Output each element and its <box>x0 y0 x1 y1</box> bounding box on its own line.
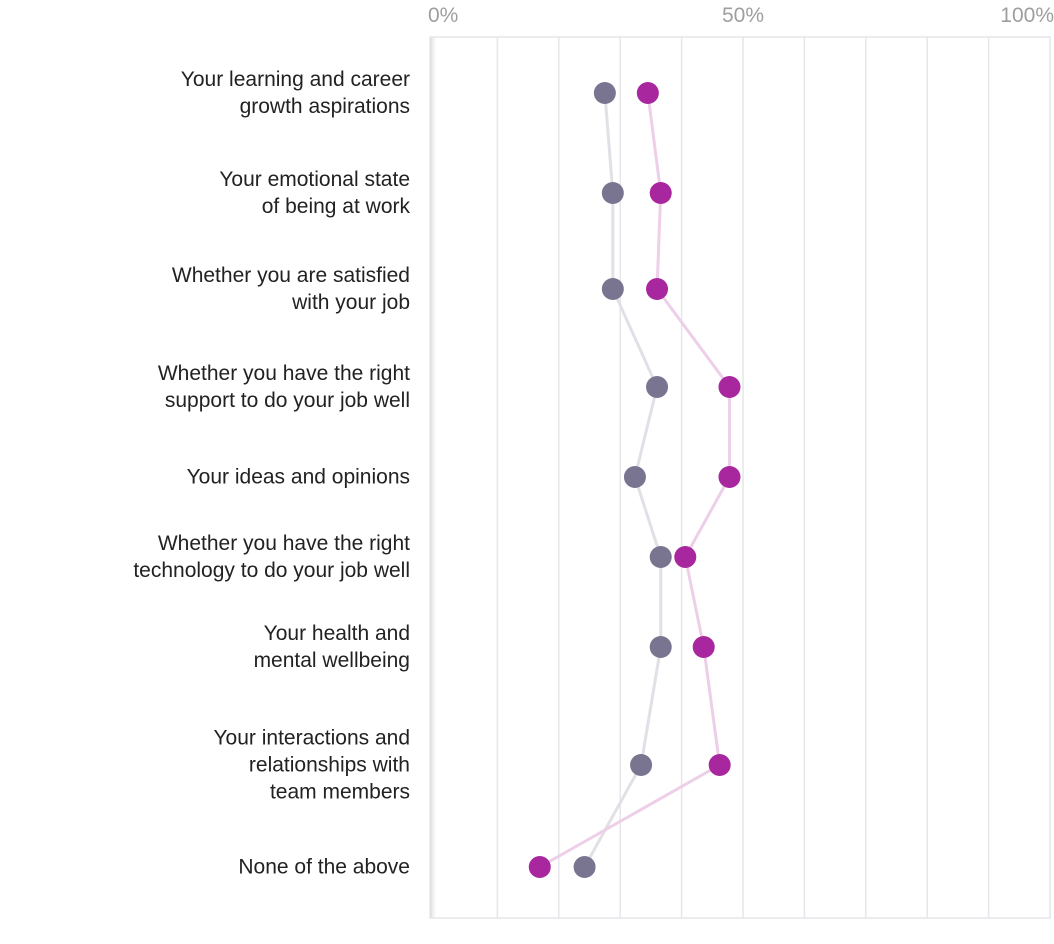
x-tick-label: 50% <box>722 4 764 27</box>
series-dots <box>528 82 741 878</box>
gridlines <box>429 36 1051 919</box>
data-point <box>573 856 596 878</box>
category-label: Whether you have the right support to do… <box>157 362 410 412</box>
category-label: Your ideas and opinions <box>186 465 410 489</box>
data-point <box>593 82 616 104</box>
data-point <box>708 754 731 776</box>
category-label: Whether you are satisfied with your job <box>171 264 410 314</box>
category-label: Your learning and career growth aspirati… <box>180 68 410 118</box>
data-point <box>646 376 669 398</box>
data-point <box>718 466 741 488</box>
category-label: Whether you have the right technology to… <box>133 532 410 582</box>
data-point <box>636 82 659 104</box>
data-point <box>630 754 653 776</box>
data-point <box>601 278 624 300</box>
x-tick-label: 0% <box>428 4 458 27</box>
data-point <box>601 182 624 204</box>
category-label: Your interactions and relationships with… <box>213 726 410 804</box>
data-point <box>718 376 741 398</box>
data-point <box>649 182 672 204</box>
x-axis-ticks: 0% 50% 100% <box>428 4 1054 27</box>
data-point <box>692 636 715 658</box>
category-label: Your health and mental wellbeing <box>253 622 410 672</box>
data-point <box>649 636 672 658</box>
data-point <box>674 546 697 568</box>
data-point <box>528 856 551 878</box>
data-point <box>646 278 669 300</box>
category-label: None of the above <box>238 855 410 879</box>
x-tick-label: 100% <box>1000 4 1054 27</box>
series-line <box>583 92 663 868</box>
data-point <box>623 466 646 488</box>
data-point <box>649 546 672 568</box>
plot-left-shadow <box>430 37 438 918</box>
category-label: Your emotional state of being at work <box>219 168 410 218</box>
plot-frame <box>429 36 1051 919</box>
